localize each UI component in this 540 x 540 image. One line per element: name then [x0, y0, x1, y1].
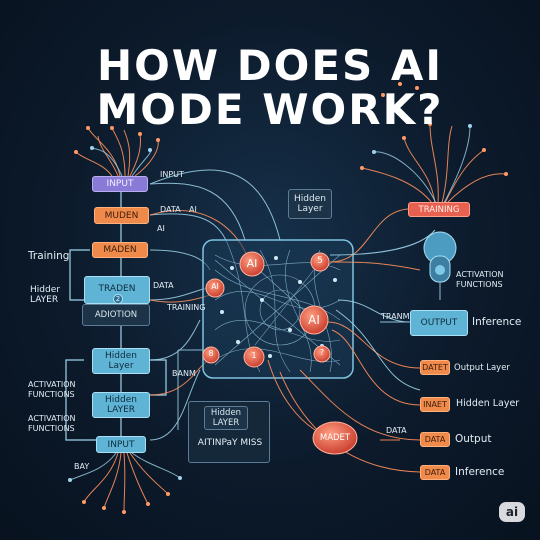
node-question: ?: [319, 348, 325, 357]
training-tag: TRAINING: [167, 303, 206, 312]
node-8: 8: [208, 349, 214, 358]
training-box: TRAINING: [408, 202, 470, 217]
hidden-layer-box-1: Hidden Layer: [92, 348, 150, 374]
node-ai-3: AI: [308, 313, 320, 327]
output-label: Output: [455, 433, 492, 445]
activation-functions-label-2: ACTIVATION FUNCTIONS: [28, 414, 76, 433]
data-box-1: DATA: [420, 432, 450, 447]
output-layer-label: Output Layer: [454, 363, 510, 373]
inference-label-2: Inference: [455, 466, 505, 478]
maden-box: MADEN: [92, 242, 148, 258]
node-ai-1: AI: [246, 257, 258, 270]
bay-tag: BAY: [74, 462, 90, 471]
muden-box: MUDEN: [94, 207, 149, 224]
adiotion-box: ADIOTION: [82, 304, 150, 326]
node-5: 5: [317, 256, 323, 266]
training-label: Training: [28, 250, 70, 262]
traden-badge: 2: [113, 294, 123, 304]
inaet-box: INAET: [420, 397, 450, 412]
madet-node-label: MADET: [319, 433, 351, 443]
activation-functions-label-1: ACTIVATION FUNCTIONS: [28, 380, 76, 399]
hidden-layer-box-bottom: Hidden LAYER: [204, 406, 248, 430]
hidden-layer-label-right: Hidden Layer: [456, 398, 520, 409]
ai-tag-1: AI: [189, 205, 197, 214]
ai-logo: ai: [499, 502, 525, 522]
hidder-layer-label: Hidder LAYER: [30, 285, 60, 305]
center-panel-text: AITINPaY MISS: [197, 438, 263, 448]
output-box: OUTPUT: [410, 310, 468, 336]
input-box-top: INPUT: [92, 176, 148, 192]
hidden-layer-box-top: Hidden Layer: [288, 189, 332, 219]
title-line-2: MODE WORK?: [96, 85, 444, 134]
title-line-1: HOW DOES AI: [96, 41, 444, 90]
tranm-tag: TRANM: [381, 312, 410, 321]
activation-neuron-icon: [423, 231, 457, 283]
data-box-2: DATA: [420, 465, 450, 480]
input-tag: INPUT: [160, 170, 184, 179]
data-tag: DATA: [160, 205, 181, 214]
banm-tag: BANM: [172, 369, 196, 378]
hidden-layer-box-2: Hidden LAYER: [92, 392, 150, 418]
data-tag-2: DATA: [153, 281, 174, 290]
ai-tag-2: AI: [157, 224, 165, 233]
input-box-bottom: INPUT: [96, 436, 146, 453]
activation-functions-label-right: ACTIVATION FUNCTIONS: [456, 270, 504, 289]
node-ai-2: AI: [211, 282, 219, 291]
node-1: 1: [251, 351, 257, 360]
data-tag-right: DATA: [386, 426, 407, 435]
inference-label-1: Inference: [472, 316, 522, 328]
datet-box: DATET: [420, 360, 450, 375]
